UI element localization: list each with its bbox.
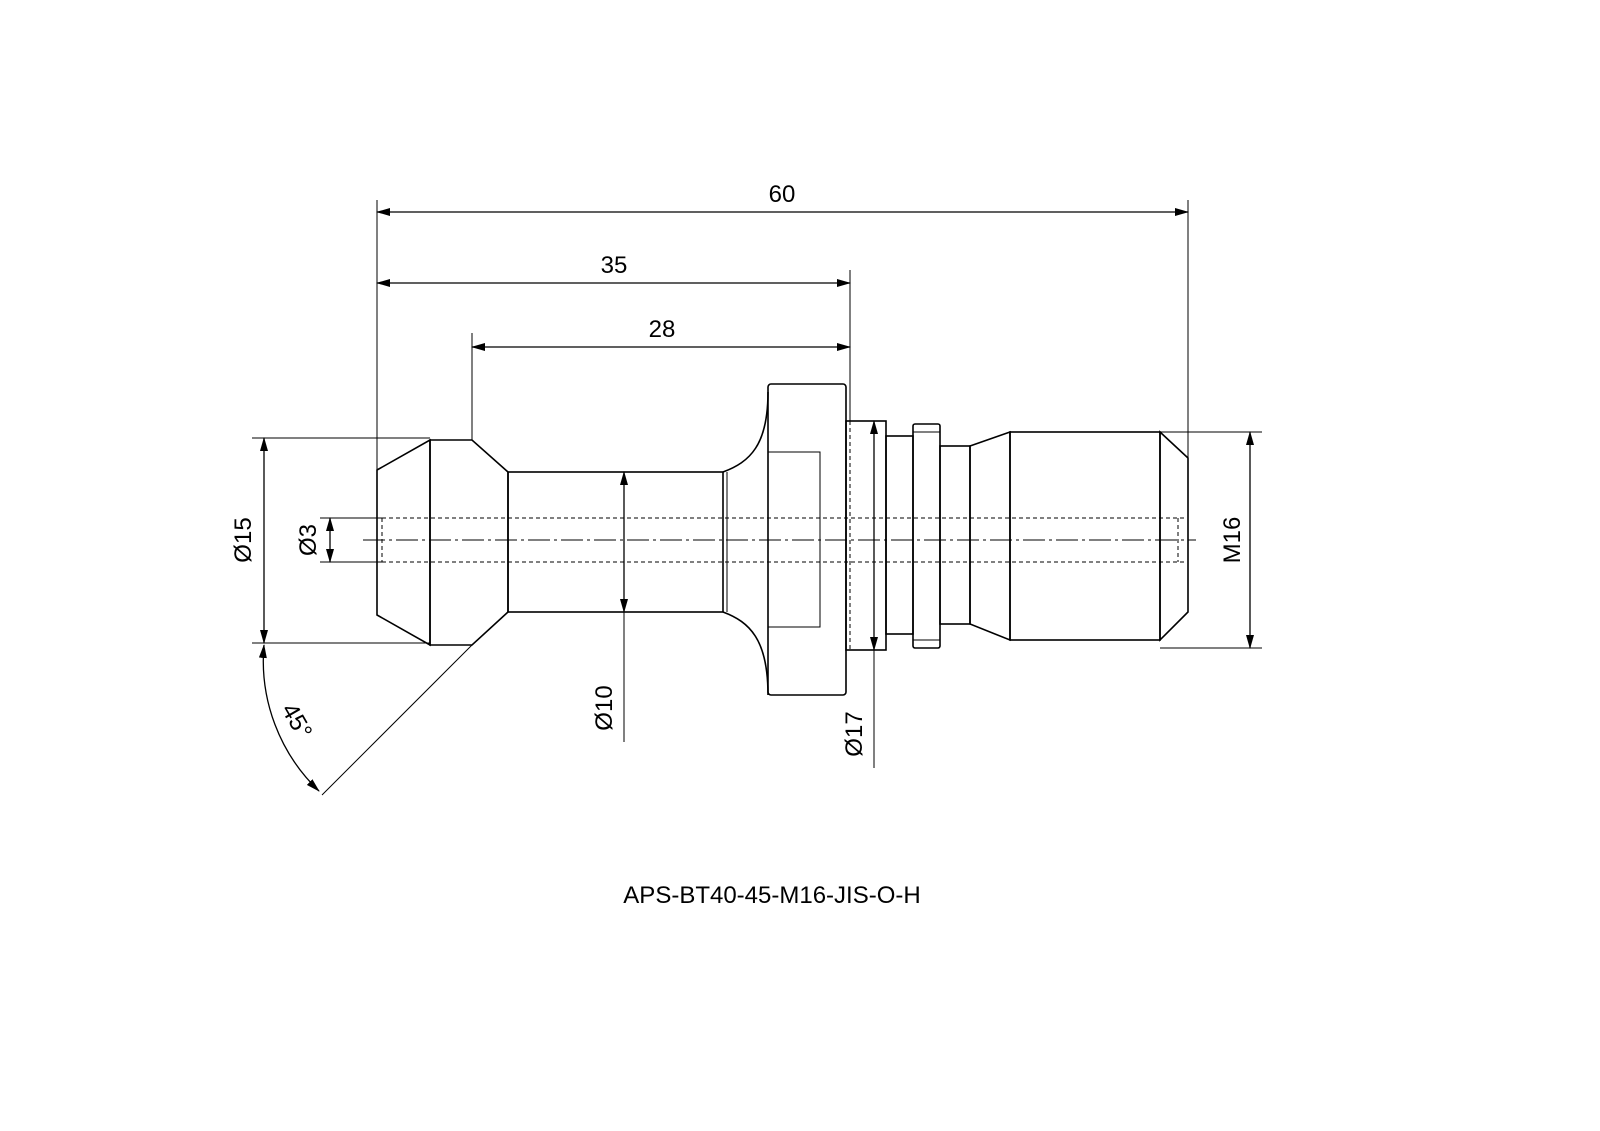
dim-angle-label: 45° (276, 699, 318, 744)
dimension-dia17: Ø17 (841, 420, 878, 768)
dimension-35: 35 (376, 252, 851, 421)
dimension-dia10: Ø10 (591, 471, 628, 742)
pull-stud-outline (376, 383, 1189, 696)
bore-hidden-lines (363, 517, 1196, 563)
dim-m16-label: M16 (1219, 517, 1246, 564)
dim-dia15-label: Ø15 (230, 517, 257, 562)
dim-35-label: 35 (601, 252, 628, 279)
groove-1 (845, 420, 887, 651)
head-chamfer (376, 438, 431, 647)
dimension-60: 60 (376, 181, 1189, 470)
dim-dia10-label: Ø10 (591, 685, 618, 730)
dimension-angle-45: 45° (258, 644, 473, 796)
dim-28-label: 28 (649, 316, 676, 343)
dim-60-label: 60 (769, 181, 796, 208)
thread-transition (969, 430, 1011, 642)
dimension-m16: M16 (1160, 431, 1262, 649)
dim-dia3-label: Ø3 (295, 524, 322, 556)
groove-2 (885, 435, 914, 635)
thread-body (1009, 431, 1161, 641)
thread-chamfer (1159, 430, 1189, 642)
groove-3 (912, 423, 941, 649)
neck-fillet (722, 391, 769, 696)
head-taper (429, 439, 509, 646)
part-number: APS-BT40-45-M16-JIS-O-H (623, 882, 920, 909)
dimension-dia3: Ø3 (295, 517, 382, 563)
dim-dia17-label: Ø17 (841, 711, 868, 756)
dimension-dia15: Ø15 (230, 437, 430, 644)
shank (939, 445, 971, 625)
neck (507, 471, 724, 613)
dimension-28: 28 (471, 316, 851, 440)
